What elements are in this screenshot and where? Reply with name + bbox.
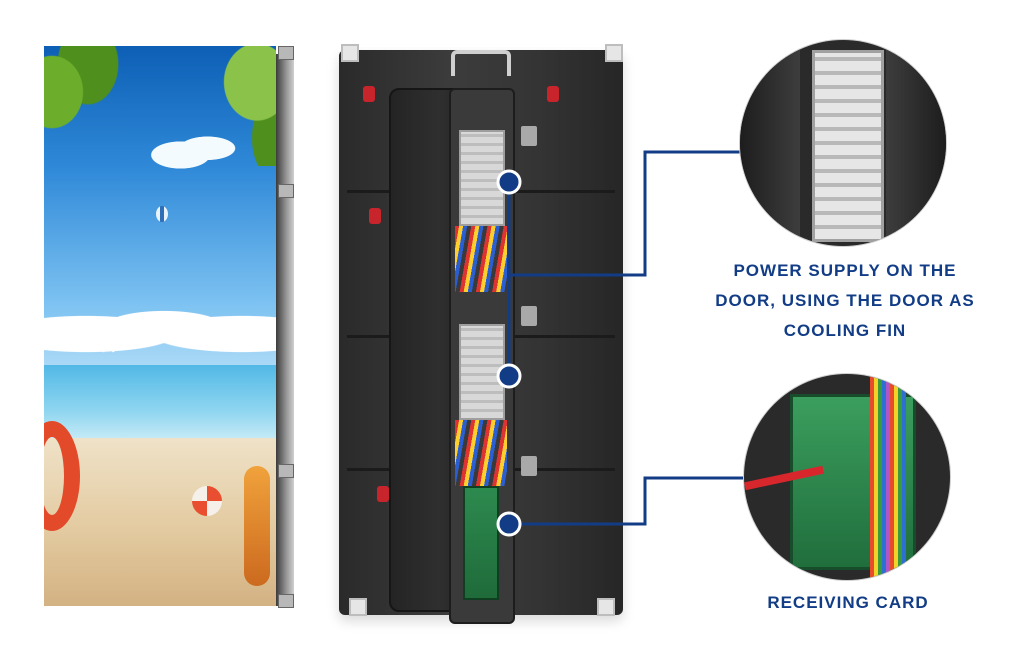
lock-latch (547, 86, 559, 102)
caption-power-supply: POWER SUPPLY ON THE DOOR, USING THE DOOR… (690, 256, 1000, 346)
power-supply-closeup (812, 50, 884, 242)
lock-latch (363, 86, 375, 102)
wire-bundle (455, 226, 507, 292)
callout-dot-card (496, 511, 522, 537)
corner-bracket (349, 598, 367, 616)
hot-air-balloon-icon (156, 206, 168, 222)
corner-bracket (605, 44, 623, 62)
caption-receiving-card: RECEIVING CARD (728, 588, 968, 618)
cable-clamp (521, 306, 537, 326)
panel-side-edge (276, 46, 294, 608)
beach-ball (192, 486, 222, 516)
receiving-card-board (463, 486, 499, 600)
lock-latch (369, 208, 381, 224)
door-frame (740, 40, 800, 246)
seagull-icon: ⌃ (96, 341, 122, 374)
corner-bracket (597, 598, 615, 616)
corner-lug (278, 594, 294, 608)
side-lock (278, 464, 294, 478)
callout-card-line (509, 476, 748, 526)
caption-line: RECEIVING CARD (767, 593, 929, 612)
palm-leaves-right (209, 46, 276, 166)
corner-lug (278, 46, 294, 60)
lock-latch (377, 486, 389, 502)
callout-psu-line (509, 150, 742, 277)
cable-clamp (521, 456, 537, 476)
carry-handle (451, 50, 511, 76)
cabinet-back (339, 44, 623, 624)
cloud-bank (44, 292, 276, 363)
caption-line: DOOR, USING THE DOOR AS (715, 291, 975, 310)
door-frame (886, 40, 946, 246)
callout-dot-psu-bottom (496, 363, 522, 389)
corner-bracket (341, 44, 359, 62)
detail-power-supply (740, 40, 946, 246)
sand (44, 438, 276, 606)
ribbon-cable (870, 374, 906, 580)
surfboard (244, 466, 270, 586)
callout-dot-psu-top (496, 169, 522, 195)
palm-leaves-left (44, 46, 124, 176)
side-lock (278, 184, 294, 198)
caption-line: COOLING FIN (783, 321, 907, 340)
sea (44, 365, 276, 450)
cable-clamp (521, 126, 537, 146)
caption-line: POWER SUPPLY ON THE (733, 261, 957, 280)
wire-bundle (455, 420, 507, 486)
detail-receiving-card (744, 374, 950, 580)
panel-front-display: ⌃ (44, 46, 276, 606)
